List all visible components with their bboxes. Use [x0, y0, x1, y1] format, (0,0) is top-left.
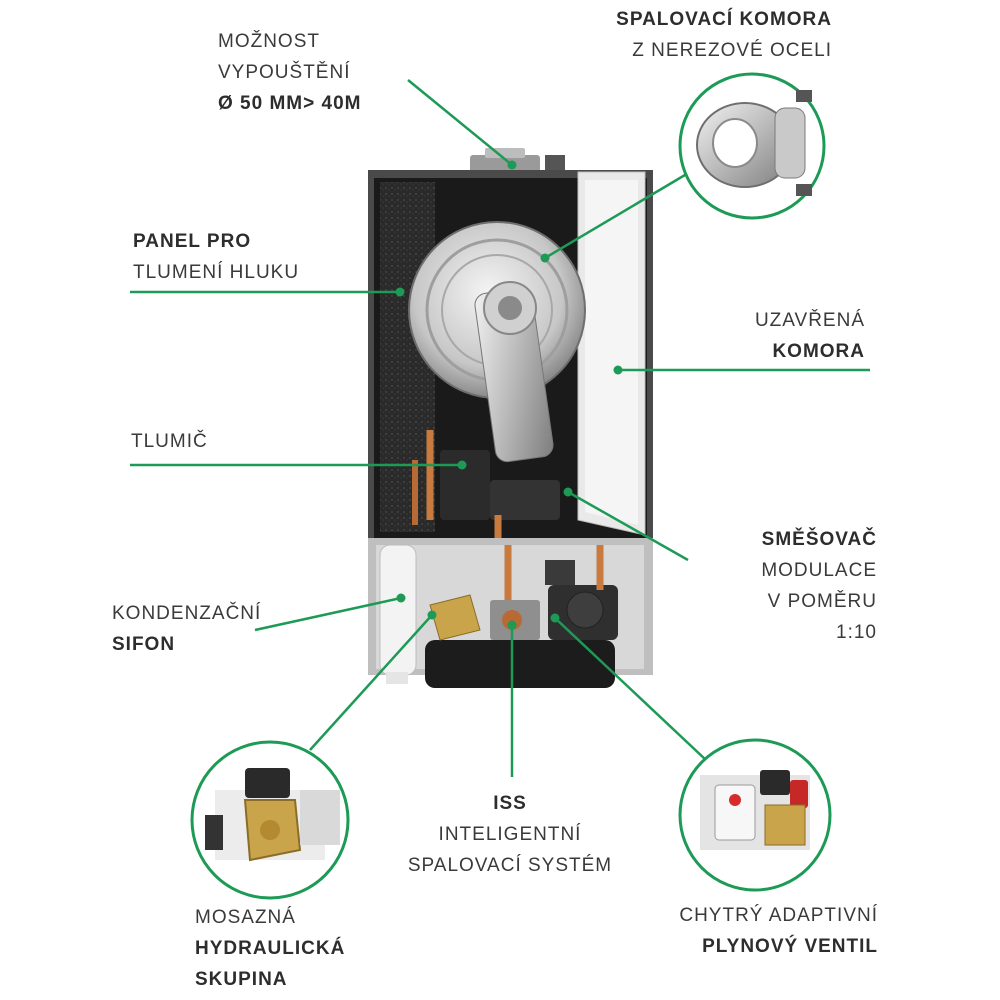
callout-uzavrena: UZAVŘENÁ KOMORA	[755, 305, 865, 367]
callout-iss-line2: INTELIGENTNÍ	[438, 824, 582, 845]
callout-tlumic-line1: TLUMIČ	[131, 431, 208, 452]
callout-vypousteni-line2: VYPOUŠTĚNÍ	[218, 62, 351, 83]
callout-iss-line1: ISS	[493, 793, 527, 814]
callout-uzavrena-line2: KOMORA	[772, 341, 865, 362]
callout-smesovac-line4: 1:10	[836, 622, 877, 643]
callout-komora-nerez: SPALOVACÍ KOMORA Z NEREZOVÉ OCELI	[616, 4, 832, 66]
callout-hydraulicka-line1: MOSAZNÁ	[195, 907, 296, 928]
callout-sifon-line1: KONDENZAČNÍ	[112, 603, 262, 624]
inset-hydraulic-group	[190, 740, 350, 900]
brass-hydraulics	[429, 594, 481, 641]
callout-smesovac: SMĚŠOVAČ MODULACE V POMĚRU 1:10	[761, 524, 877, 648]
callout-tlumic: TLUMIČ	[131, 426, 208, 457]
callout-vypousteni-line1: MOŽNOST	[218, 31, 320, 52]
callout-uzavrena-line1: UZAVŘENÁ	[754, 310, 865, 331]
callout-ventil-line2: PLYNOVÝ VENTIL	[702, 936, 878, 957]
callout-sifon-line2: SIFON	[112, 634, 176, 655]
callout-iss-line3: SPALOVACÍ SYSTÉM	[407, 855, 613, 876]
callout-komora-nerez-line1: SPALOVACÍ KOMORA	[616, 9, 832, 30]
control-base	[425, 640, 615, 688]
muffler	[440, 450, 490, 520]
callout-vypousteni-line3: Ø 50 MM> 40M	[218, 93, 362, 114]
callout-hydraulicka-line3: SKUPINA	[195, 969, 288, 990]
boiler-unit	[368, 148, 653, 688]
inset-gas-valve	[678, 738, 832, 892]
callout-panel-line1: PANEL PRO	[133, 231, 252, 252]
callout-hydraulicka-line2: HYDRAULICKÁ	[195, 938, 346, 959]
callout-ventil: CHYTRÝ ADAPTIVNÍ PLYNOVÝ VENTIL	[679, 900, 878, 962]
callout-panel: PANEL PRO TLUMENÍ HLUKU	[133, 226, 299, 288]
callout-vypousteni: MOŽNOST VYPOUŠTĚNÍ Ø 50 MM> 40M	[218, 26, 361, 119]
callout-hydraulicka: MOSAZNÁ HYDRAULICKÁ SKUPINA	[195, 902, 345, 995]
callout-panel-line2: TLUMENÍ HLUKU	[133, 262, 300, 283]
callout-smesovac-line3: V POMĚRU	[767, 591, 877, 612]
condensate-siphon	[379, 544, 417, 676]
inset-combustion-chamber	[678, 72, 826, 220]
callout-iss: ISS INTELIGENTNÍ SPALOVACÍ SYSTÉM	[380, 788, 640, 881]
callout-lines	[130, 79, 870, 777]
callout-ventil-line1: CHYTRÝ ADAPTIVNÍ	[679, 905, 878, 926]
callout-komora-nerez-line2: Z NEREZOVÉ OCELI	[632, 40, 832, 61]
callout-dots	[395, 160, 623, 630]
callout-smesovac-line2: MODULACE	[761, 560, 877, 581]
callout-smesovac-line1: SMĚŠOVAČ	[761, 529, 877, 550]
callout-sifon: KONDENZAČNÍ SIFON	[112, 598, 261, 660]
